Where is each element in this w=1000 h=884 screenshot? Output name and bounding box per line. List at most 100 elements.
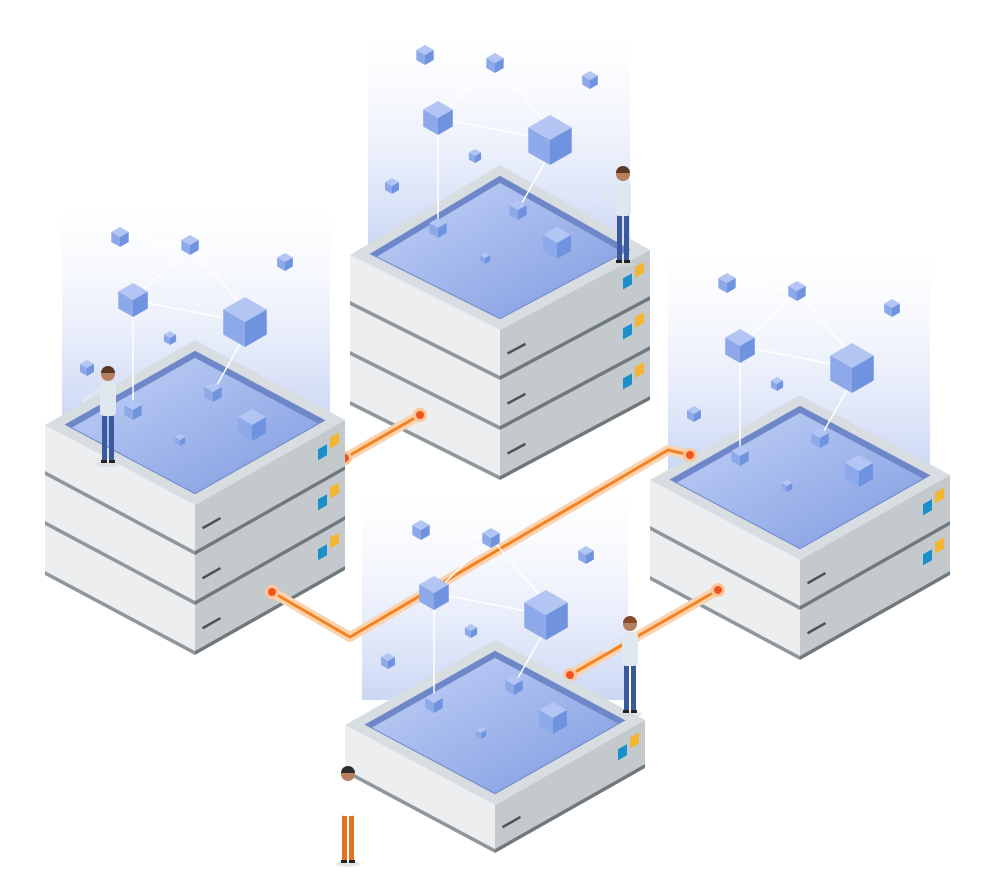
cube-left (385, 182, 392, 194)
shoe (349, 860, 355, 863)
server-gap (45, 571, 195, 655)
cube-right (438, 109, 453, 135)
server-gap (45, 521, 195, 605)
cube-left (725, 337, 740, 363)
data-cube-icon (464, 624, 478, 638)
status-light-blue (623, 323, 632, 340)
shoe (624, 260, 630, 263)
torso (615, 182, 631, 216)
status-light-yellow (330, 482, 339, 499)
status-light-blue (318, 494, 327, 511)
status-light-yellow (935, 487, 944, 504)
data-cube-icon (830, 343, 874, 393)
data-cube-icon (425, 693, 443, 713)
status-light-blue (318, 544, 327, 561)
cube-left (509, 205, 518, 220)
cube-left (687, 410, 694, 422)
person-left (82, 366, 120, 467)
cube-top (423, 101, 453, 118)
cube-left (429, 223, 438, 238)
cube-right (546, 602, 568, 640)
cube-right (133, 405, 142, 420)
server-left-face (650, 480, 800, 606)
cube-right (471, 627, 478, 638)
cube-right (797, 286, 806, 301)
server-gap (495, 764, 645, 853)
cube-top (124, 400, 142, 410)
data-cube-icon (781, 480, 793, 492)
status-light-yellow (635, 362, 644, 378)
cube-right (740, 337, 755, 363)
data-cube-icon (419, 576, 449, 610)
hair (623, 616, 637, 623)
leg (342, 814, 347, 862)
shoe (341, 860, 347, 863)
cube-right (553, 710, 567, 734)
shadow (618, 711, 642, 717)
cube-right (590, 75, 598, 89)
data-cube-icon (543, 227, 571, 259)
cube-right (170, 334, 177, 345)
data-cube-icon (528, 115, 572, 165)
data-cube-icon (238, 409, 266, 441)
server-gap (800, 521, 950, 610)
cube-left (118, 291, 133, 317)
data-cube-icon (509, 200, 527, 220)
data-cube-icon (770, 377, 784, 391)
data-cube-icon (412, 520, 430, 540)
cube-top (238, 409, 266, 425)
shadow (336, 861, 360, 867)
data-cube-icon (277, 253, 293, 271)
arm (597, 186, 619, 202)
network-link (796, 290, 853, 357)
cube-top (118, 283, 148, 300)
cube-left (543, 235, 557, 259)
server-gap (350, 401, 500, 480)
shoe (616, 260, 622, 263)
server-stack-top (350, 165, 650, 480)
hair (101, 366, 115, 373)
cube-right (892, 303, 900, 317)
cube-top (845, 455, 873, 471)
leg (624, 664, 629, 712)
cube-left (718, 278, 727, 293)
vent-slot (501, 815, 522, 829)
cube-left (884, 303, 892, 317)
status-light-yellow (635, 262, 644, 278)
torso (340, 782, 356, 816)
data-cube-icon (725, 329, 755, 363)
cube-top (381, 653, 395, 661)
data-cube-icon (174, 434, 186, 446)
connection-node (686, 451, 694, 459)
cube-right (557, 235, 571, 259)
status-light-yellow (330, 532, 339, 549)
cube-left (475, 730, 481, 739)
cube-top (468, 149, 482, 156)
network-link (513, 627, 547, 686)
person-top (597, 166, 635, 267)
cube-right (694, 410, 701, 422)
server-stack-left (45, 340, 345, 655)
data-cube-icon (582, 71, 598, 89)
cube-left (381, 657, 388, 669)
cube-top (277, 253, 293, 262)
data-cube-icon (845, 455, 873, 487)
cube-left (80, 364, 87, 376)
cube-right (852, 355, 874, 393)
cube-left (845, 463, 859, 487)
vent-slot (201, 616, 222, 630)
status-light-blue (318, 444, 327, 461)
holographic-screen (677, 412, 923, 549)
status-light-blue (618, 744, 627, 761)
server-gap (650, 576, 800, 660)
server-left-face (650, 530, 800, 656)
vent-slot (806, 571, 827, 585)
server-gap (500, 396, 650, 480)
cube-left (781, 483, 787, 492)
cube-right (388, 657, 395, 669)
data-cube-icon (385, 178, 399, 194)
server-gap (45, 471, 195, 555)
data-cube-icon (811, 428, 829, 448)
data-cube-icon (479, 252, 491, 264)
